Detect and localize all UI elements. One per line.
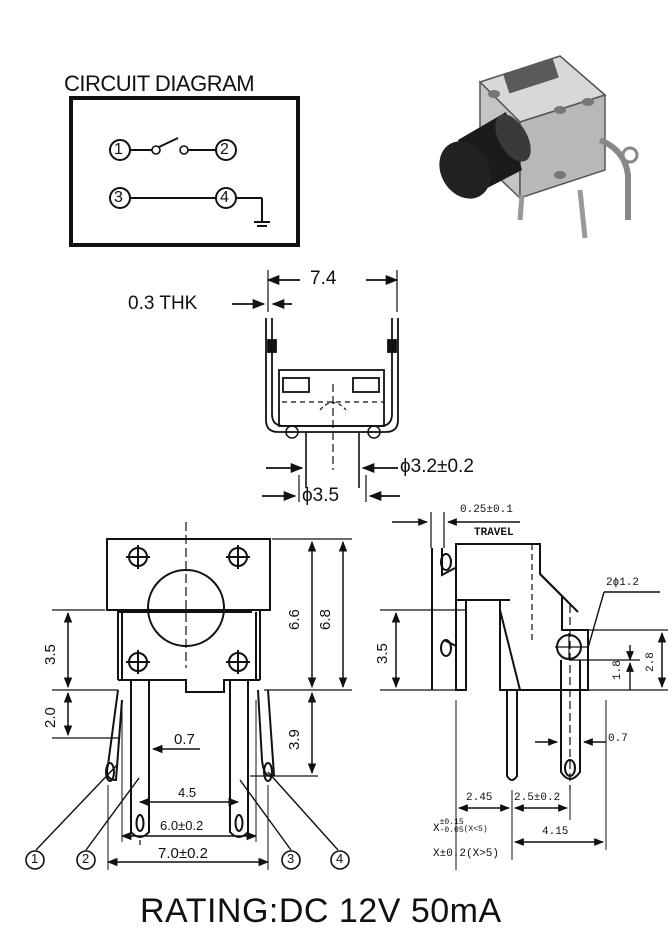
top-view (232, 270, 400, 502)
dim-thickness: 0.3 THK (128, 293, 198, 314)
pin-callout-3: 3 (287, 851, 295, 866)
dim-side-0-7: 0.7 (608, 733, 628, 745)
dim-shaft-diameter: ϕ3.2±0.2 (400, 456, 474, 477)
dim-travel-value: 0.25±0.1 (460, 504, 513, 516)
dim-front-3-9: 3.9 (286, 729, 303, 750)
tolerance-small-base: X (433, 823, 440, 835)
dim-side-2-8: 2.8 (645, 652, 657, 672)
dim-front-2-0: 2.0 (42, 707, 59, 728)
dim-front-4-5: 4.5 (178, 785, 197, 800)
tolerance-small-sup: ±0.15 (439, 817, 464, 827)
dim-hole-diameter: ϕ3.5 (302, 485, 340, 506)
circuit-pin-4-label: 4 (220, 189, 229, 206)
front-view (25, 522, 352, 870)
circuit-pin-3-label: 3 (114, 189, 123, 206)
circuit-pin-1-label: 1 (114, 141, 123, 158)
dim-width-7-4: 7.4 (310, 268, 337, 289)
product-photo (439, 55, 639, 239)
dim-side-3-5: 3.5 (374, 643, 391, 664)
dim-side-1-8: 1.8 (612, 660, 624, 680)
tolerance-large: X±0.2(X>5) (433, 848, 500, 860)
tolerance-small-sub: -0.05 (439, 825, 464, 835)
circuit-diagram (69, 96, 300, 247)
side-view (380, 512, 668, 870)
circuit-diagram-title: CIRCUIT DIAGRAM (64, 71, 255, 96)
dim-front-0-7: 0.7 (174, 731, 195, 748)
switch-lever (158, 137, 179, 148)
tolerance-small: X±0.15-0.05(X<5) (433, 818, 488, 836)
rating-text: RATING:DC 12V 50mA (140, 892, 502, 930)
dim-hole-2x: 2ϕ1.2 (606, 577, 640, 589)
dim-side-4-15: 4.15 (542, 826, 569, 838)
dim-front-7-0: 7.0±0.2 (158, 845, 208, 862)
dim-side-2-5: 2.5±0.2 (514, 792, 561, 804)
tolerance-small-cond: (X<5) (463, 825, 488, 834)
pin-callout-1: 1 (31, 851, 39, 866)
dim-front-3-5: 3.5 (42, 644, 59, 665)
pin-callout-2: 2 (82, 851, 90, 866)
travel-label: TRAVEL (474, 527, 514, 539)
dim-side-2-45: 2.45 (466, 792, 493, 804)
dim-front-6-0: 6.0±0.2 (160, 818, 204, 833)
dim-front-6-8: 6.8 (317, 609, 334, 630)
pin-callout-4: 4 (336, 851, 344, 866)
dim-front-6-6: 6.6 (286, 609, 303, 630)
circuit-pin-2-label: 2 (220, 141, 229, 158)
